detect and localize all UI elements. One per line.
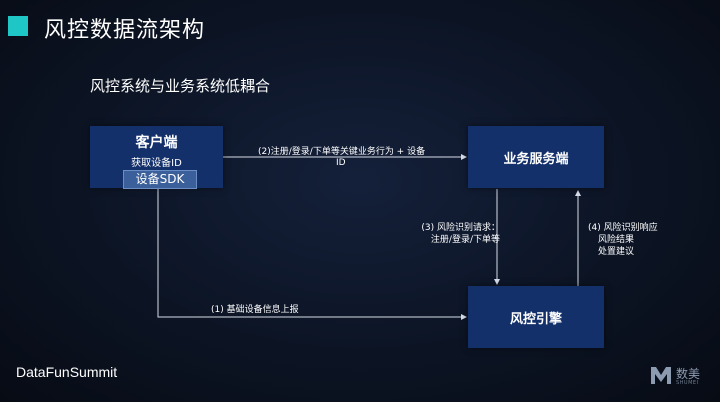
edge-label-register-cont: ID: [336, 158, 346, 168]
service-node: 业务服务端: [468, 126, 604, 188]
client-node: 客户端 获取设备ID 设备SDK: [90, 126, 223, 189]
service-label: 业务服务端: [503, 152, 569, 167]
response-line-1: (4) 风险识别响应: [588, 223, 658, 233]
shumei-logo: 数美 SHUMEI: [650, 365, 712, 389]
edge-label-response: (4) 风险识别响应 风险结果 处置建议: [588, 222, 658, 258]
arrow-client-to-risk: [157, 189, 467, 320]
risk-engine-node: 风控引擎: [468, 286, 604, 348]
response-line-3: 处置建议: [598, 247, 635, 257]
logo-text: 数美: [676, 367, 701, 381]
edge-label-basic-report: (1) 基础设备信息上报: [211, 305, 299, 315]
footer-brand: DataFunSummit: [16, 364, 118, 380]
risk-engine-label: 风控引擎: [509, 312, 562, 327]
page-title: 风控数据流架构: [44, 18, 206, 43]
client-device-id-label: 获取设备ID: [131, 158, 182, 169]
shumei-logo-icon: [651, 367, 671, 384]
logo-sub: SHUMEI: [676, 380, 699, 386]
response-line-2: 风险结果: [598, 235, 635, 245]
request-line-1: (3) 风险识别请求：: [421, 223, 500, 233]
edge-label-register: (2)注册/登录/下单等关键业务行为 + 设备: [258, 147, 426, 157]
client-title: 客户端: [135, 135, 178, 151]
request-line-2: 注册/登录/下单等: [430, 235, 500, 245]
edge-label-request: (3) 风险识别请求： 注册/登录/下单等: [404, 222, 500, 246]
page-subtitle: 风控系统与业务系统低耦合: [90, 77, 271, 95]
device-sdk-box: 设备SDK: [123, 170, 197, 189]
title-accent-bar: [8, 16, 28, 36]
